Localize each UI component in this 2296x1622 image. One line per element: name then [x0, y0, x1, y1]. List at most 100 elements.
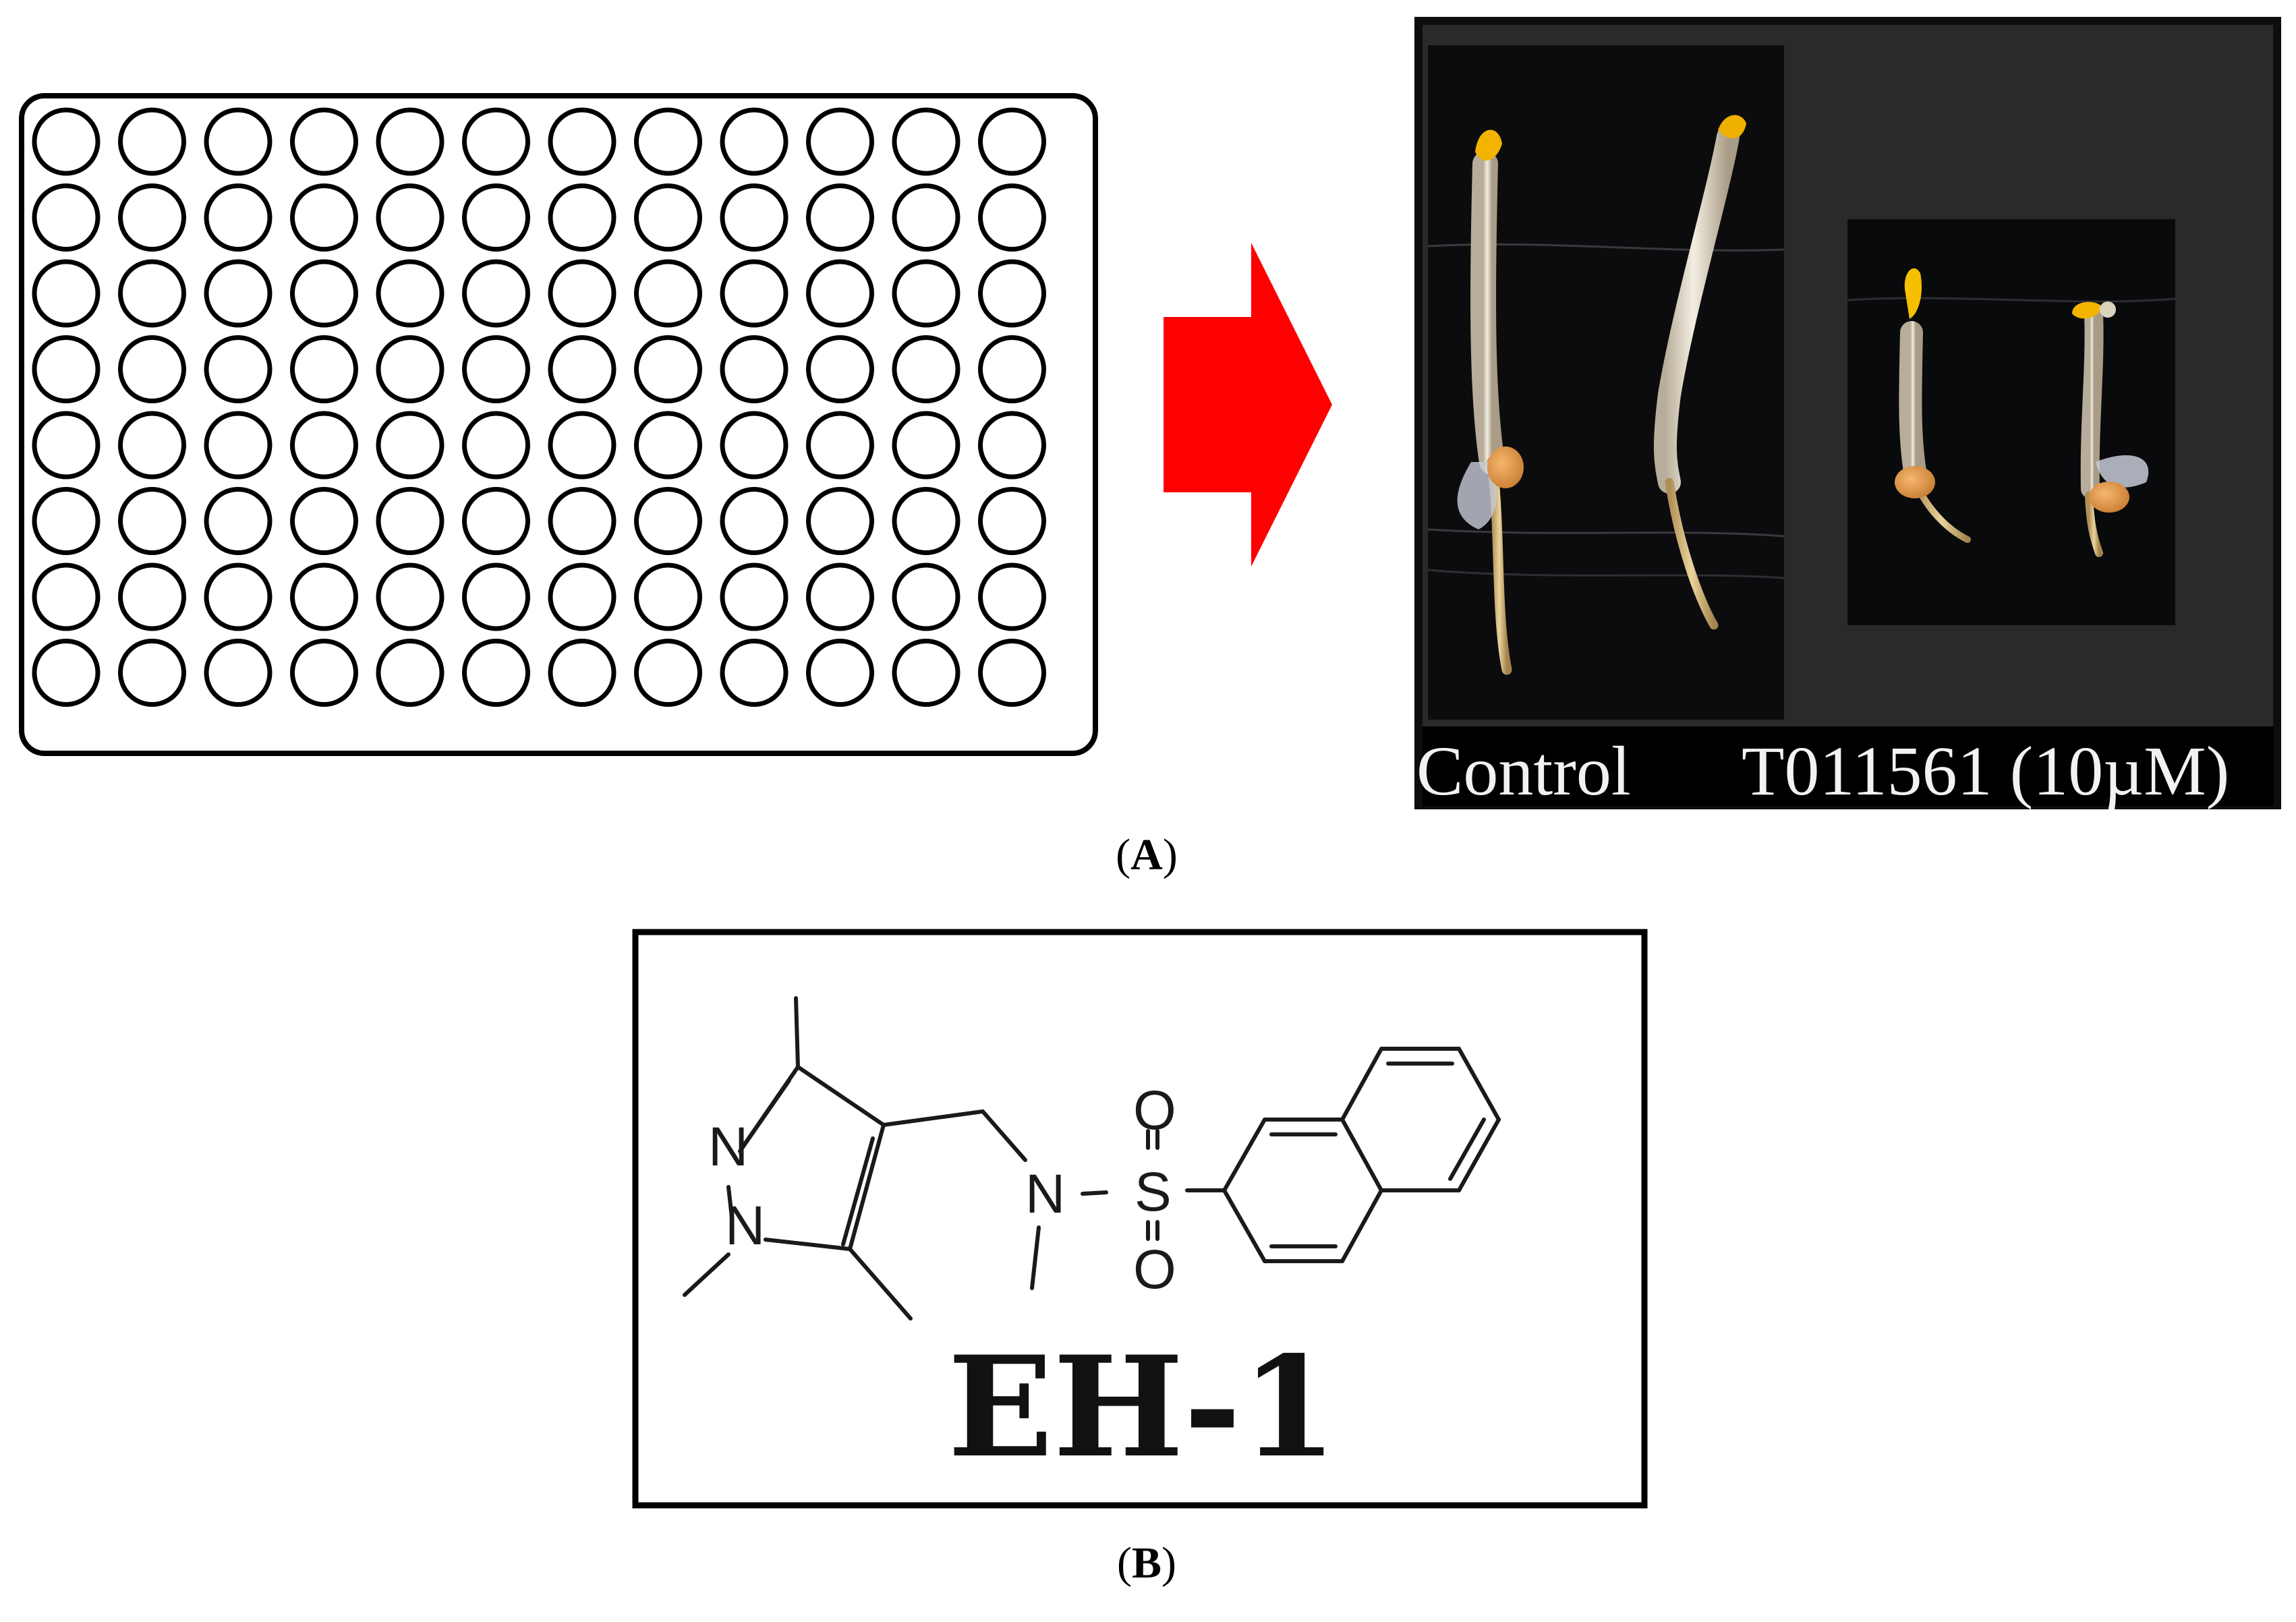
- well: [118, 411, 186, 480]
- well: [806, 639, 874, 707]
- well: [634, 639, 702, 707]
- control-seedling-1: [1457, 129, 1524, 675]
- well: [720, 487, 788, 555]
- well: [32, 259, 101, 328]
- well: [720, 259, 788, 328]
- well: [548, 107, 616, 176]
- atom-o2: O: [1133, 1239, 1176, 1300]
- well: [806, 259, 874, 328]
- well: [376, 411, 444, 480]
- caption-b: (B): [1117, 1538, 1176, 1588]
- well: [118, 259, 186, 328]
- well: [806, 183, 874, 252]
- well: [376, 639, 444, 707]
- arrow-shape: [1164, 243, 1332, 567]
- well: [806, 487, 874, 555]
- atom-s: S: [1135, 1161, 1172, 1223]
- well: [548, 183, 616, 252]
- well: [634, 411, 702, 480]
- well: [720, 411, 788, 480]
- well: [634, 107, 702, 176]
- well: [290, 562, 358, 631]
- well: [634, 183, 702, 252]
- well: [978, 335, 1046, 403]
- well: [978, 107, 1046, 176]
- well: [290, 183, 358, 252]
- well: [720, 639, 788, 707]
- well: [892, 562, 960, 631]
- seedling-photo: [1414, 17, 2281, 809]
- well: [204, 183, 272, 252]
- structure-frame: [632, 929, 1648, 1509]
- process-arrow: [1164, 243, 1332, 567]
- well: [978, 411, 1046, 480]
- well: [376, 562, 444, 631]
- well: [892, 411, 960, 480]
- well: [376, 183, 444, 252]
- well: [806, 411, 874, 480]
- well: [118, 562, 186, 631]
- well: [204, 487, 272, 555]
- well: [634, 259, 702, 328]
- well: [118, 487, 186, 555]
- treated-seedling-1: [1895, 268, 1971, 543]
- well: [32, 411, 101, 480]
- atom-n2: N: [725, 1195, 765, 1256]
- well: [32, 639, 101, 707]
- bonds: [683, 996, 1501, 1321]
- treated-photo-panel: [1847, 219, 2175, 625]
- treated-label: T011561 (10µM): [1742, 732, 2230, 810]
- molecule-structure: N N N S O O: [632, 929, 1648, 1509]
- well: [32, 562, 101, 631]
- caption-a: (A): [1116, 830, 1178, 879]
- well: [978, 487, 1046, 555]
- well-grid: [32, 107, 1046, 707]
- well: [806, 335, 874, 403]
- well: [548, 562, 616, 631]
- well: [290, 107, 358, 176]
- atom-labels: N N N S O O: [708, 1080, 1176, 1300]
- well: [978, 183, 1046, 252]
- well: [462, 562, 530, 631]
- well-plate: [19, 93, 1098, 756]
- well: [118, 639, 186, 707]
- well: [376, 259, 444, 328]
- well: [462, 411, 530, 480]
- well: [634, 335, 702, 403]
- well: [204, 411, 272, 480]
- well: [892, 259, 960, 328]
- well: [806, 562, 874, 631]
- well: [32, 487, 101, 555]
- well: [548, 335, 616, 403]
- well: [548, 487, 616, 555]
- well: [376, 107, 444, 176]
- well: [204, 107, 272, 176]
- well: [462, 335, 530, 403]
- well: [548, 259, 616, 328]
- well: [118, 335, 186, 403]
- well: [892, 335, 960, 403]
- atom-n1: N: [708, 1116, 748, 1178]
- well: [290, 487, 358, 555]
- well: [290, 259, 358, 328]
- well: [376, 487, 444, 555]
- well: [892, 639, 960, 707]
- well: [720, 183, 788, 252]
- well: [290, 411, 358, 480]
- well: [118, 183, 186, 252]
- well: [720, 335, 788, 403]
- compound-name: EH-1: [948, 1327, 1338, 1488]
- well: [290, 335, 358, 403]
- well: [634, 562, 702, 631]
- well: [462, 183, 530, 252]
- well: [892, 487, 960, 555]
- well: [290, 639, 358, 707]
- well: [204, 562, 272, 631]
- atom-n3: N: [1025, 1163, 1065, 1225]
- well: [634, 487, 702, 555]
- well: [720, 107, 788, 176]
- well: [892, 107, 960, 176]
- well: [32, 107, 101, 176]
- well: [204, 639, 272, 707]
- well: [978, 639, 1046, 707]
